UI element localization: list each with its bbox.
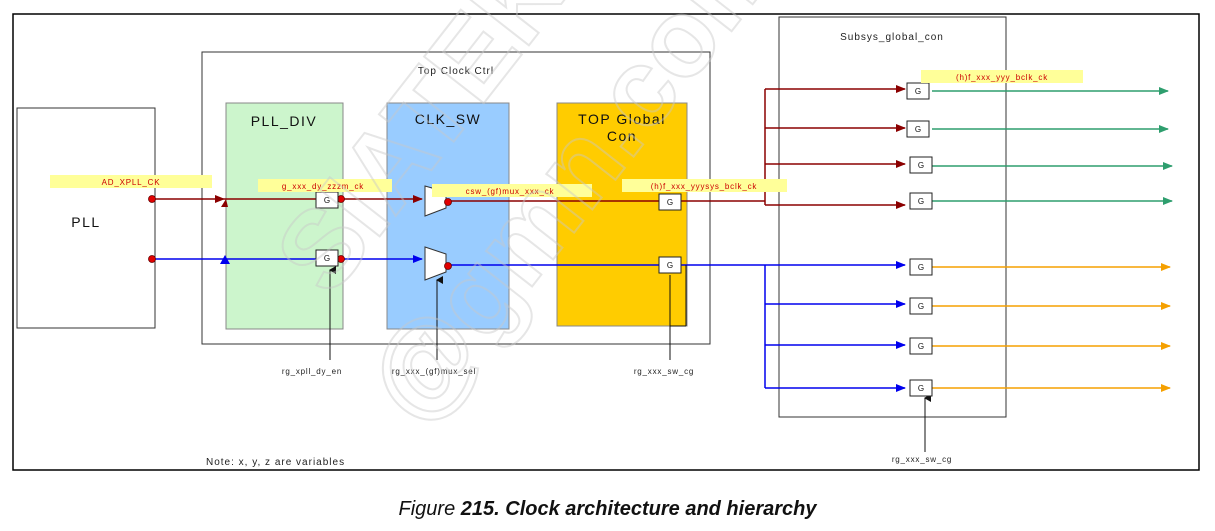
gate-label: G bbox=[918, 302, 924, 311]
ad-xpll-label: AD_XPLL_CK bbox=[102, 178, 161, 187]
pll-div-box bbox=[225, 102, 344, 330]
gate-label: G bbox=[324, 196, 330, 205]
pll-div-label: PLL_DIV bbox=[251, 113, 318, 129]
hf-yyy-label: (h)f_xxx_yyy_bclk_ck bbox=[956, 73, 1048, 82]
g-xxx-label: g_xxx_dy_zzzm_ck bbox=[282, 182, 364, 191]
gate-label: G bbox=[918, 263, 924, 272]
top-global-con-box bbox=[556, 102, 688, 327]
gate-label: G bbox=[918, 197, 924, 206]
gate-sub-3: G bbox=[909, 156, 933, 174]
orange-output-lines bbox=[932, 263, 1171, 392]
gate-sub-6: G bbox=[909, 297, 933, 315]
gate-box bbox=[909, 156, 933, 174]
caption-title: 215. Clock architecture and hierarchy bbox=[460, 498, 817, 520]
subsys-global-con-label: Subsys_global_con bbox=[840, 32, 944, 43]
gate-label: G bbox=[667, 261, 673, 270]
gate-sub-4: G bbox=[909, 192, 933, 210]
top-global-con-label-2: Con bbox=[607, 128, 637, 144]
top-global-con-label-1: TOP Global bbox=[578, 111, 666, 127]
rg-sw-sub-label: rg_xxx_sw_cg bbox=[892, 455, 952, 464]
gate-label: G bbox=[915, 125, 921, 134]
gate-box bbox=[909, 379, 933, 397]
gate-label: G bbox=[324, 254, 330, 263]
gate-top-red: G bbox=[658, 193, 682, 211]
hf-yyysys-highlight bbox=[622, 179, 787, 192]
pll-label: PLL bbox=[71, 214, 100, 230]
blue-up-arrowhead bbox=[220, 255, 230, 264]
gate-sub-7: G bbox=[909, 337, 933, 355]
hf-yyy-highlight bbox=[921, 70, 1083, 83]
red-clock-path bbox=[152, 85, 906, 209]
control-lines bbox=[329, 265, 931, 452]
clock-gates: G G G G G G G G G G G G bbox=[315, 82, 933, 397]
hf-yyysys-label: (h)f_xxx_yyysys_bclk_ck bbox=[651, 182, 758, 191]
gate-box bbox=[906, 82, 930, 100]
red-junction-mark bbox=[221, 199, 228, 207]
gate-box bbox=[909, 297, 933, 315]
gate-label: G bbox=[918, 342, 924, 351]
csw-highlight bbox=[432, 184, 592, 197]
gate-top-blue: G bbox=[658, 256, 682, 274]
subsys-global-con-box bbox=[778, 16, 1007, 418]
clk-sw-box bbox=[386, 102, 510, 330]
rg-xpll-label: rg_xpll_dy_en bbox=[282, 367, 342, 376]
gate-box bbox=[909, 337, 933, 355]
rg-sw-top-label: rg_xxx_sw_cg bbox=[634, 367, 694, 376]
gate-sub-1: G bbox=[906, 82, 930, 100]
gate-box bbox=[909, 192, 933, 210]
note-text: Note: x, y, z are variables bbox=[206, 457, 345, 468]
gate-pll-div-red: G bbox=[315, 191, 339, 209]
gate-box bbox=[315, 249, 339, 267]
gate-box bbox=[906, 120, 930, 138]
gate-label: G bbox=[667, 198, 673, 207]
blue-clock-path bbox=[152, 255, 906, 392]
gate-sub-2: G bbox=[906, 120, 930, 138]
caption-prefix: Figure bbox=[398, 498, 461, 520]
rg-mux-label: rg_xxx_(gf)mux_sel bbox=[392, 367, 476, 376]
port-dots bbox=[148, 195, 452, 270]
mux-blue bbox=[424, 246, 447, 281]
green-output-lines bbox=[932, 87, 1173, 205]
gate-box bbox=[658, 193, 682, 211]
figure-caption: Figure 215. Clock architecture and hiera… bbox=[0, 498, 1215, 521]
gate-label: G bbox=[915, 87, 921, 96]
csw-label: csw_(gf)mux_xxx_ck bbox=[466, 187, 555, 196]
gate-label: G bbox=[918, 161, 924, 170]
top-clock-ctrl-label: Top Clock Ctrl bbox=[418, 66, 494, 77]
pll-box bbox=[16, 107, 156, 329]
gate-sub-8: G bbox=[909, 379, 933, 397]
gate-sub-5: G bbox=[909, 258, 933, 276]
gate-label: G bbox=[918, 384, 924, 393]
ad-xpll-highlight bbox=[50, 175, 212, 188]
clk-sw-label: CLK_SW bbox=[415, 111, 482, 127]
g-xxx-highlight bbox=[258, 179, 392, 192]
gate-box bbox=[909, 258, 933, 276]
gate-pll-div-blue: G bbox=[315, 249, 339, 267]
gate-box bbox=[658, 256, 682, 274]
